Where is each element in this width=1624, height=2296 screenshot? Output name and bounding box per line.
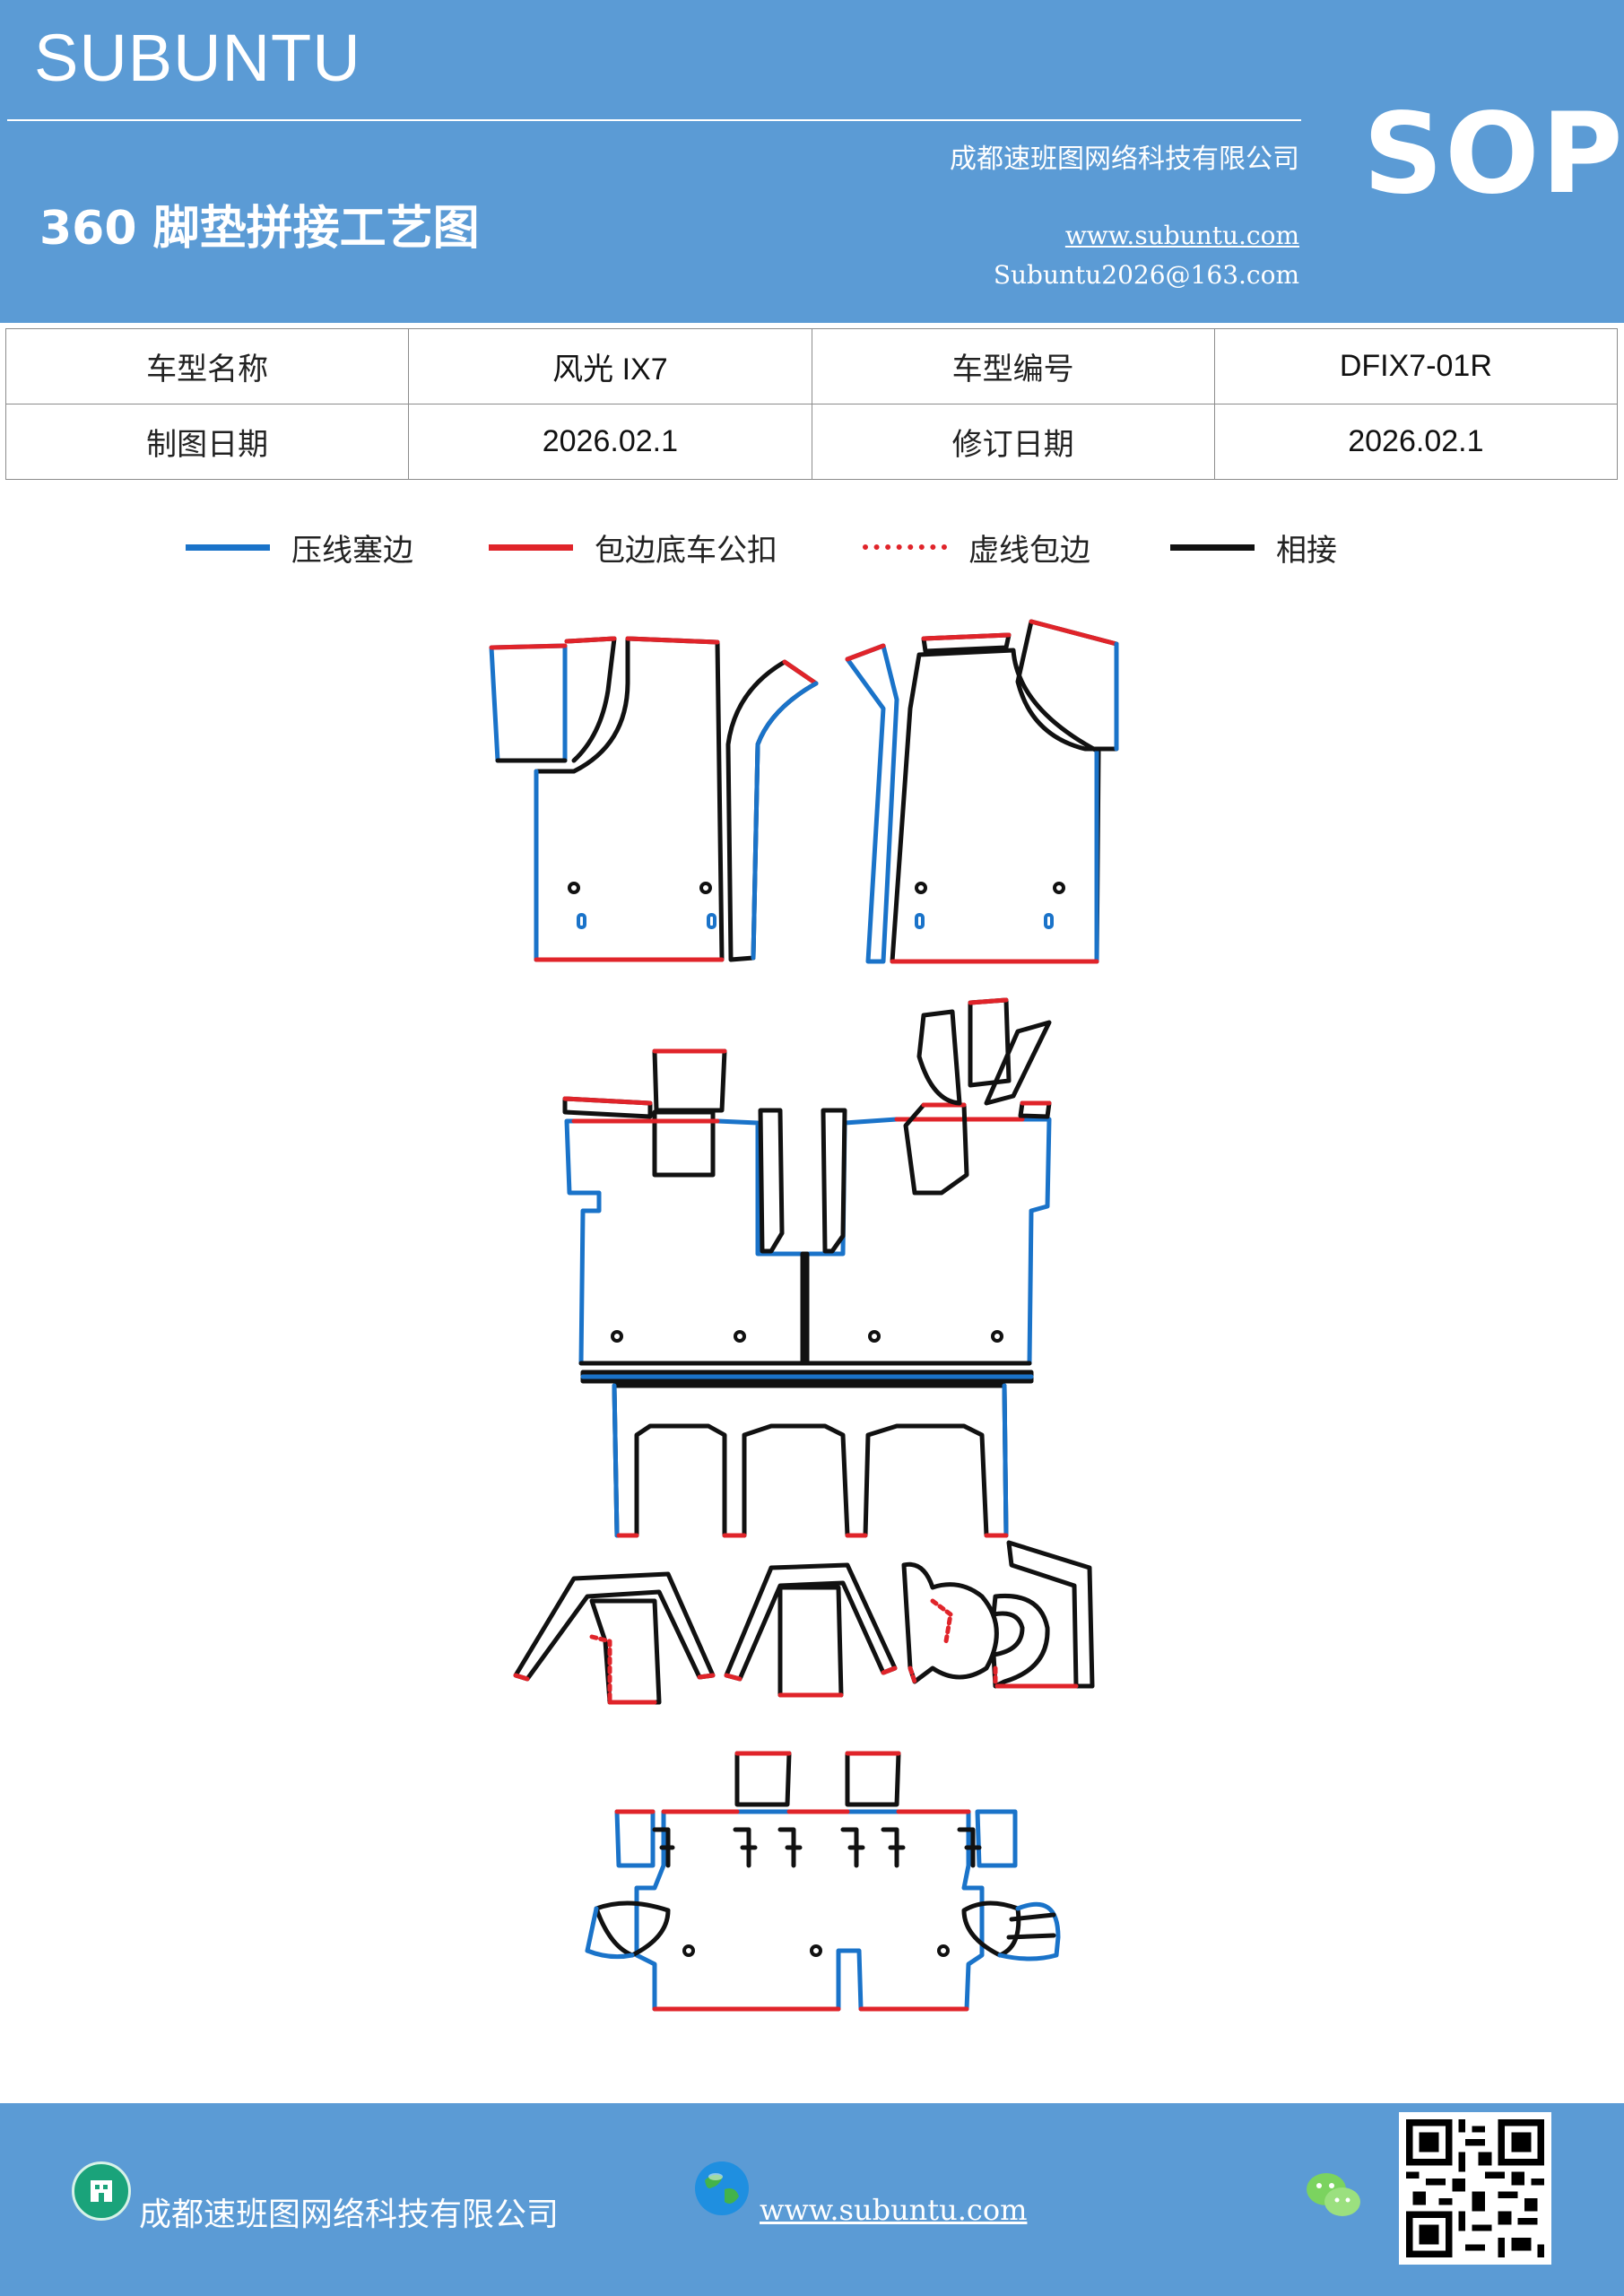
building-icon bbox=[72, 2161, 131, 2221]
email-address[interactable]: Subuntu2026@163.com bbox=[993, 260, 1299, 290]
legend-swatch-dotted bbox=[863, 544, 947, 550]
header-divider bbox=[7, 119, 1301, 121]
wechat-icon[interactable] bbox=[1302, 2168, 1365, 2222]
info-table: 车型名称 风光 IX7 车型编号 DFIX7-01R 制图日期 2026.02.… bbox=[4, 328, 1619, 480]
footer-website-link[interactable]: www.subuntu.com bbox=[760, 2193, 1028, 2227]
legend-swatch-blue bbox=[186, 544, 270, 551]
rear-trunk-mat bbox=[585, 1751, 1061, 2012]
legend-label: 相接 bbox=[1276, 532, 1337, 569]
sop-badge: SOP bbox=[1363, 90, 1624, 219]
front-left-mat bbox=[489, 636, 819, 962]
legend-item-blue: 压线塞边 bbox=[186, 525, 413, 570]
third-row-strip bbox=[612, 1383, 1009, 1538]
model-name-value: 风光 IX7 bbox=[408, 328, 812, 404]
legend-item-dotted: 虚线包边 bbox=[863, 525, 1090, 570]
table-row: 制图日期 2026.02.1 修订日期 2026.02.1 bbox=[4, 404, 1619, 480]
globe-icon bbox=[692, 2159, 751, 2218]
table-row: 车型名称 风光 IX7 车型编号 DFIX7-01R bbox=[4, 328, 1619, 404]
legend-label: 包边底车公扣 bbox=[595, 532, 777, 569]
legend-item-black: 相接 bbox=[1170, 525, 1337, 570]
header-band: SUBUNTU 成都速班图网络科技有限公司 360 脚垫拼接工艺图 www.su… bbox=[0, 0, 1624, 323]
footer-band: 成都速班图网络科技有限公司 www.subuntu.com bbox=[0, 2103, 1624, 2296]
company-name: 成都速班图网络科技有限公司 bbox=[950, 144, 1299, 175]
model-name-label: 车型名称 bbox=[4, 328, 410, 404]
floor-mat-diagram bbox=[489, 619, 1119, 2012]
draw-date-value: 2026.02.1 bbox=[408, 404, 812, 480]
draw-date-label: 制图日期 bbox=[4, 404, 410, 480]
legend-swatch-black bbox=[1170, 544, 1255, 551]
qr-code[interactable] bbox=[1399, 2112, 1551, 2265]
second-row-mats bbox=[562, 997, 1052, 1384]
footer-company-name: 成都速班图网络科技有限公司 bbox=[139, 2196, 560, 2233]
legend-swatch-red bbox=[489, 544, 573, 551]
front-right-mat bbox=[845, 619, 1119, 964]
revise-date-label: 修订日期 bbox=[811, 404, 1215, 480]
revise-date-value: 2026.02.1 bbox=[1213, 404, 1619, 480]
model-code-label: 车型编号 bbox=[811, 328, 1215, 404]
legend-label: 压线塞边 bbox=[291, 532, 413, 569]
third-row-side-pieces bbox=[513, 1540, 1095, 1705]
model-code-value: DFIX7-01R bbox=[1213, 328, 1619, 404]
document-title: 360 脚垫拼接工艺图 bbox=[39, 202, 480, 256]
website-link[interactable]: www.subuntu.com bbox=[1064, 221, 1299, 250]
brand-logo-text: SUBUNTU bbox=[34, 21, 361, 95]
legend-label: 虚线包边 bbox=[968, 532, 1090, 569]
legend-item-red: 包边底车公扣 bbox=[489, 525, 777, 570]
line-legend: 压线塞边 包边底车公扣 虚线包边 相接 bbox=[0, 525, 1624, 570]
